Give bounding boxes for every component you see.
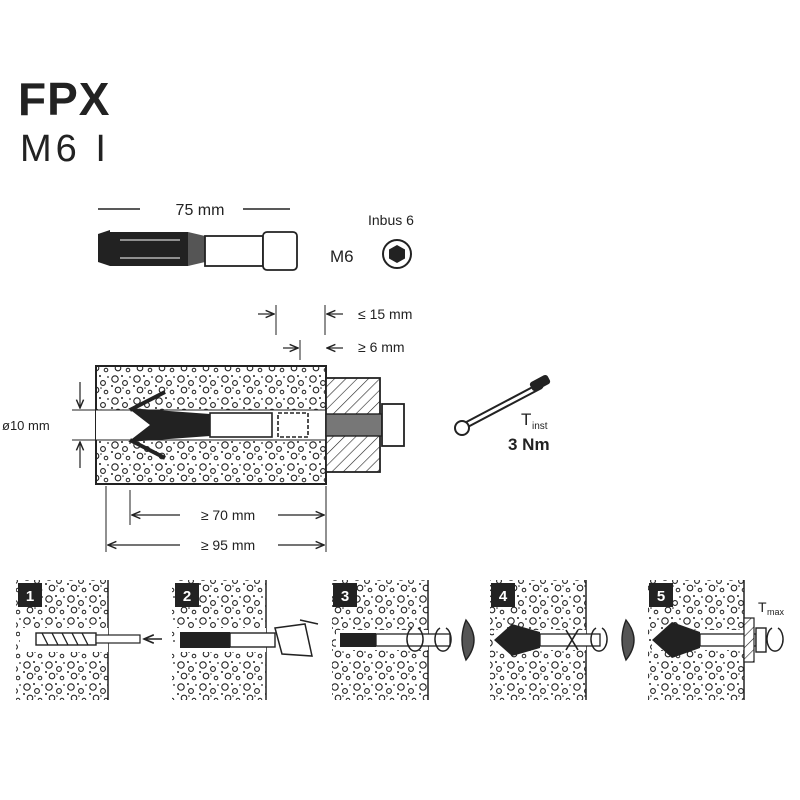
drill-diameter-label: ø10 mm — [2, 418, 50, 433]
min-depth-label: ≥ 95 mm — [201, 537, 255, 553]
step-2-number: 2 — [183, 588, 191, 605]
torque-symbol: T — [521, 410, 531, 429]
min-embedment-label: ≥ 70 mm — [201, 507, 255, 523]
step-1-panel: 1 — [16, 580, 162, 700]
depth-dimensions: ≥ 70 mm ≥ 95 mm — [105, 486, 327, 553]
step-4-panel: 4 — [490, 580, 635, 700]
hex-socket-icon — [382, 239, 412, 269]
fixture-thickness-dimensions: ≤ 15 mm ≥ 6 mm — [258, 305, 412, 360]
thread-size-label: M6 — [330, 247, 354, 266]
fixture-max-label: ≤ 15 mm — [358, 306, 412, 322]
step-1-number: 1 — [26, 588, 34, 605]
product-title: FPX — [18, 73, 111, 125]
step-5-panel: 5 T max — [648, 580, 785, 700]
product-subtitle: M6 I — [20, 128, 110, 170]
installed-anchor — [128, 390, 405, 460]
step-3-number: 3 — [341, 588, 349, 605]
torque-value: 3 Nm — [508, 435, 550, 454]
drill-diameter-dimension: ø10 mm — [2, 382, 96, 468]
fixture-min-label: ≥ 6 mm — [358, 339, 405, 355]
step-5-torque-subscript: max — [767, 607, 785, 617]
step-5-torque-symbol: T — [758, 599, 767, 615]
step-4-number: 4 — [499, 588, 508, 605]
step-2-panel: 2 — [172, 580, 319, 700]
anchor-bolt — [98, 230, 298, 271]
step-3-panel: 3 — [332, 580, 475, 700]
anchor-length-label: 75 mm — [176, 202, 225, 219]
step-5-number: 5 — [657, 588, 665, 605]
anchor-length-dimension: 75 mm — [98, 202, 290, 219]
torque-subscript: inst — [532, 421, 548, 432]
drive-label: Inbus 6 — [368, 212, 414, 228]
torque-wrench-icon — [454, 374, 551, 436]
